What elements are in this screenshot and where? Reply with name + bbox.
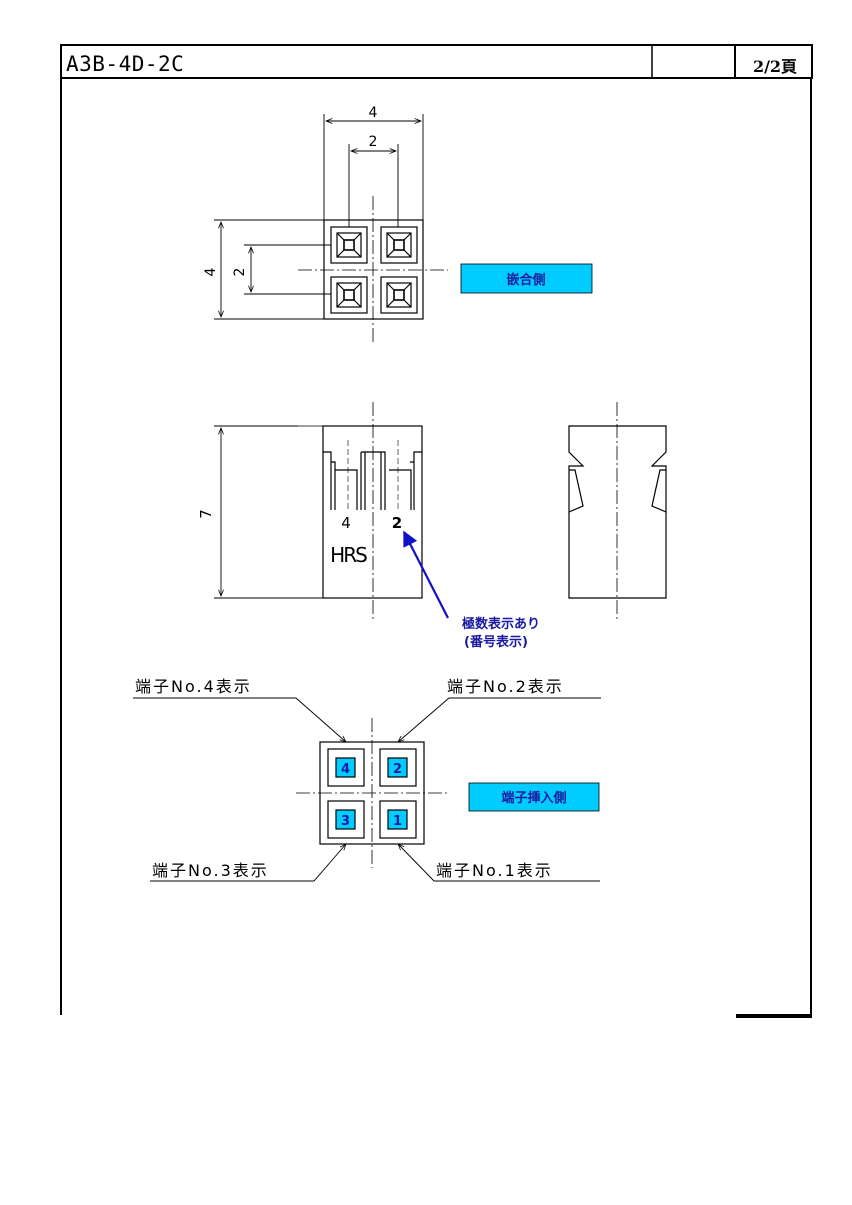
bottom-view — [296, 718, 448, 868]
terminal-badge-4: 4 — [335, 757, 356, 778]
dim-body-height: 7 — [197, 509, 215, 519]
terminal-2-callout: 端子No.2表示 — [447, 677, 564, 696]
side-view — [568, 402, 667, 622]
dim-side-pitch: 2 — [232, 268, 248, 277]
terminal-1-callout: 端子No.1表示 — [436, 861, 553, 880]
manufacturer-logo: HRS — [330, 543, 367, 567]
terminal-number-1: 1 — [393, 814, 402, 829]
dim-top-width: 4 — [369, 105, 378, 121]
insertion-side-label: 端子挿入側 — [468, 782, 600, 812]
terminal-number-4: 4 — [341, 762, 350, 777]
terminal-number-2: 2 — [393, 762, 402, 777]
cavity-bottom-left — [330, 276, 368, 314]
polarity-note-line1: 極数表示あり — [461, 616, 540, 632]
cavity-bottom-right — [380, 276, 418, 314]
top-view — [298, 196, 448, 345]
polarity-arrow — [403, 530, 449, 619]
terminal-number-3: 3 — [341, 814, 350, 829]
mating-side-label-text: 嵌合側 — [506, 272, 545, 288]
front-position-right: 2 — [392, 514, 402, 532]
terminal-badge-2: 2 — [387, 757, 408, 778]
page-number: 2/2頁 — [752, 57, 798, 76]
cavity-top-right — [380, 226, 418, 264]
terminal-4-callout: 端子No.4表示 — [135, 677, 252, 696]
top-view-dimensions — [214, 114, 424, 320]
front-view — [298, 402, 423, 622]
terminal-leaders — [133, 697, 601, 882]
dim-top-pitch: 2 — [369, 134, 378, 150]
cavity-top-left — [330, 226, 368, 264]
terminal-badge-3: 3 — [335, 809, 356, 830]
front-view-dimensions — [214, 425, 323, 599]
dim-side-height: 4 — [203, 267, 219, 276]
part-number: A3B-4D-2C — [66, 52, 185, 76]
terminal-badge-1: 1 — [387, 809, 408, 830]
title-block — [60, 44, 813, 79]
polarity-note-line2: (番号表示) — [464, 634, 528, 650]
mating-side-label: 嵌合側 — [460, 263, 593, 294]
terminal-3-callout: 端子No.3表示 — [152, 861, 269, 880]
insertion-side-label-text: 端子挿入側 — [501, 790, 566, 806]
front-position-left: 4 — [341, 514, 351, 532]
